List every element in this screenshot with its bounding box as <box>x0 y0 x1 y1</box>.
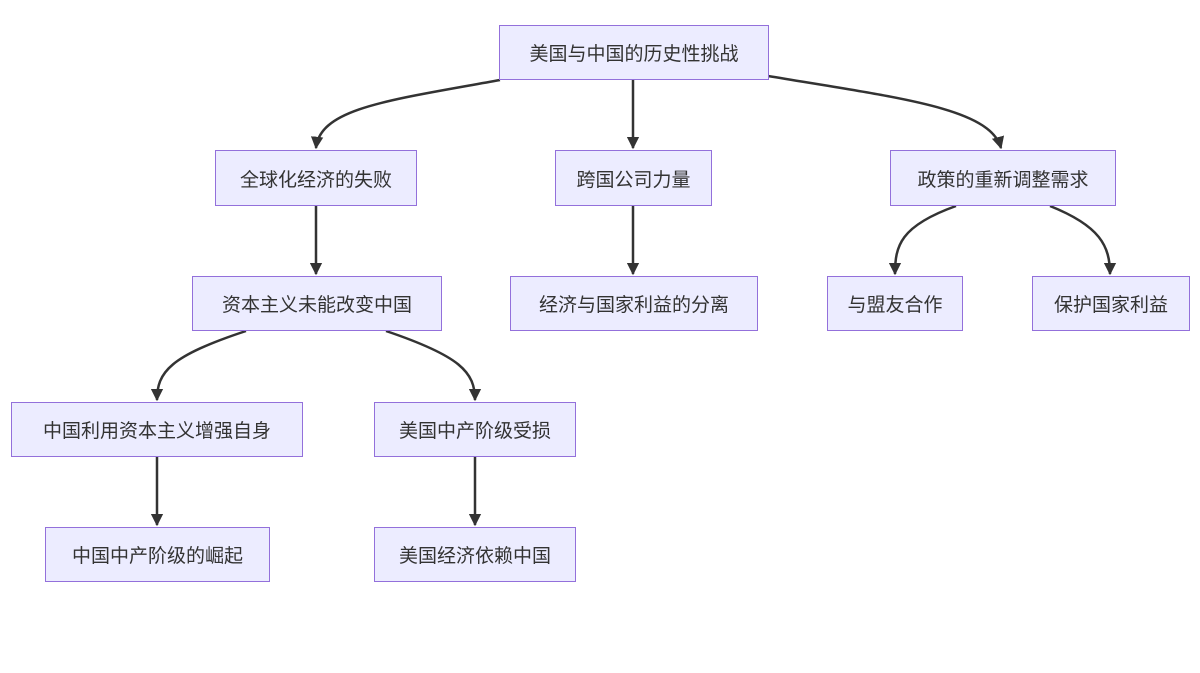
edge-root-to-globalization-failure <box>310 78 501 150</box>
node-us-economy-depends-china-label: 美国经济依赖中国 <box>398 545 551 567</box>
node-root: 美国与中国的历史性挑战 <box>499 25 769 80</box>
edge-policy-readjustment-to-cooperate-allies <box>888 204 957 276</box>
node-china-middle-class-rise-label: 中国中产阶级的崛起 <box>71 545 243 567</box>
node-protect-national-interest: 保护国家利益 <box>1032 276 1190 331</box>
edge-capitalism-no-change-to-china-uses-capitalism <box>150 329 247 402</box>
edge-policy-readjustment-to-protect-national-interest <box>1049 204 1117 276</box>
node-policy-readjustment-label: 政策的重新调整需求 <box>917 168 1089 191</box>
node-root-label: 美国与中国的历史性挑战 <box>529 43 739 65</box>
node-globalization-failure-label: 全球化经济的失败 <box>239 168 392 191</box>
node-economy-interest-separation-label: 经济与国家利益的分离 <box>538 294 729 316</box>
node-us-middle-class-harmed-label: 美国中产阶级受损 <box>398 420 551 442</box>
node-capitalism-no-change-label: 资本主义未能改变中国 <box>221 294 412 316</box>
node-globalization-failure: 全球化经济的失败 <box>215 150 417 206</box>
node-cooperate-allies-label: 与盟友合作 <box>847 294 943 316</box>
node-us-economy-depends-china: 美国经济依赖中国 <box>374 527 576 582</box>
node-china-uses-capitalism-label: 中国利用资本主义增强自身 <box>42 420 271 442</box>
node-china-middle-class-rise: 中国中产阶级的崛起 <box>45 527 270 582</box>
node-china-uses-capitalism: 中国利用资本主义增强自身 <box>11 402 303 457</box>
node-policy-readjustment: 政策的重新调整需求 <box>890 150 1116 206</box>
node-cooperate-allies: 与盟友合作 <box>827 276 963 331</box>
node-capitalism-no-change: 资本主义未能改变中国 <box>192 276 442 331</box>
node-multinational-power-label: 跨国公司力量 <box>576 168 691 191</box>
edge-capitalism-no-change-to-us-middle-class-harmed <box>385 329 482 402</box>
node-us-middle-class-harmed: 美国中产阶级受损 <box>374 402 576 457</box>
node-economy-interest-separation: 经济与国家利益的分离 <box>510 276 758 331</box>
node-protect-national-interest-label: 保护国家利益 <box>1053 294 1168 316</box>
edge-root-to-policy-readjustment <box>767 74 1005 150</box>
node-multinational-power: 跨国公司力量 <box>555 150 712 206</box>
